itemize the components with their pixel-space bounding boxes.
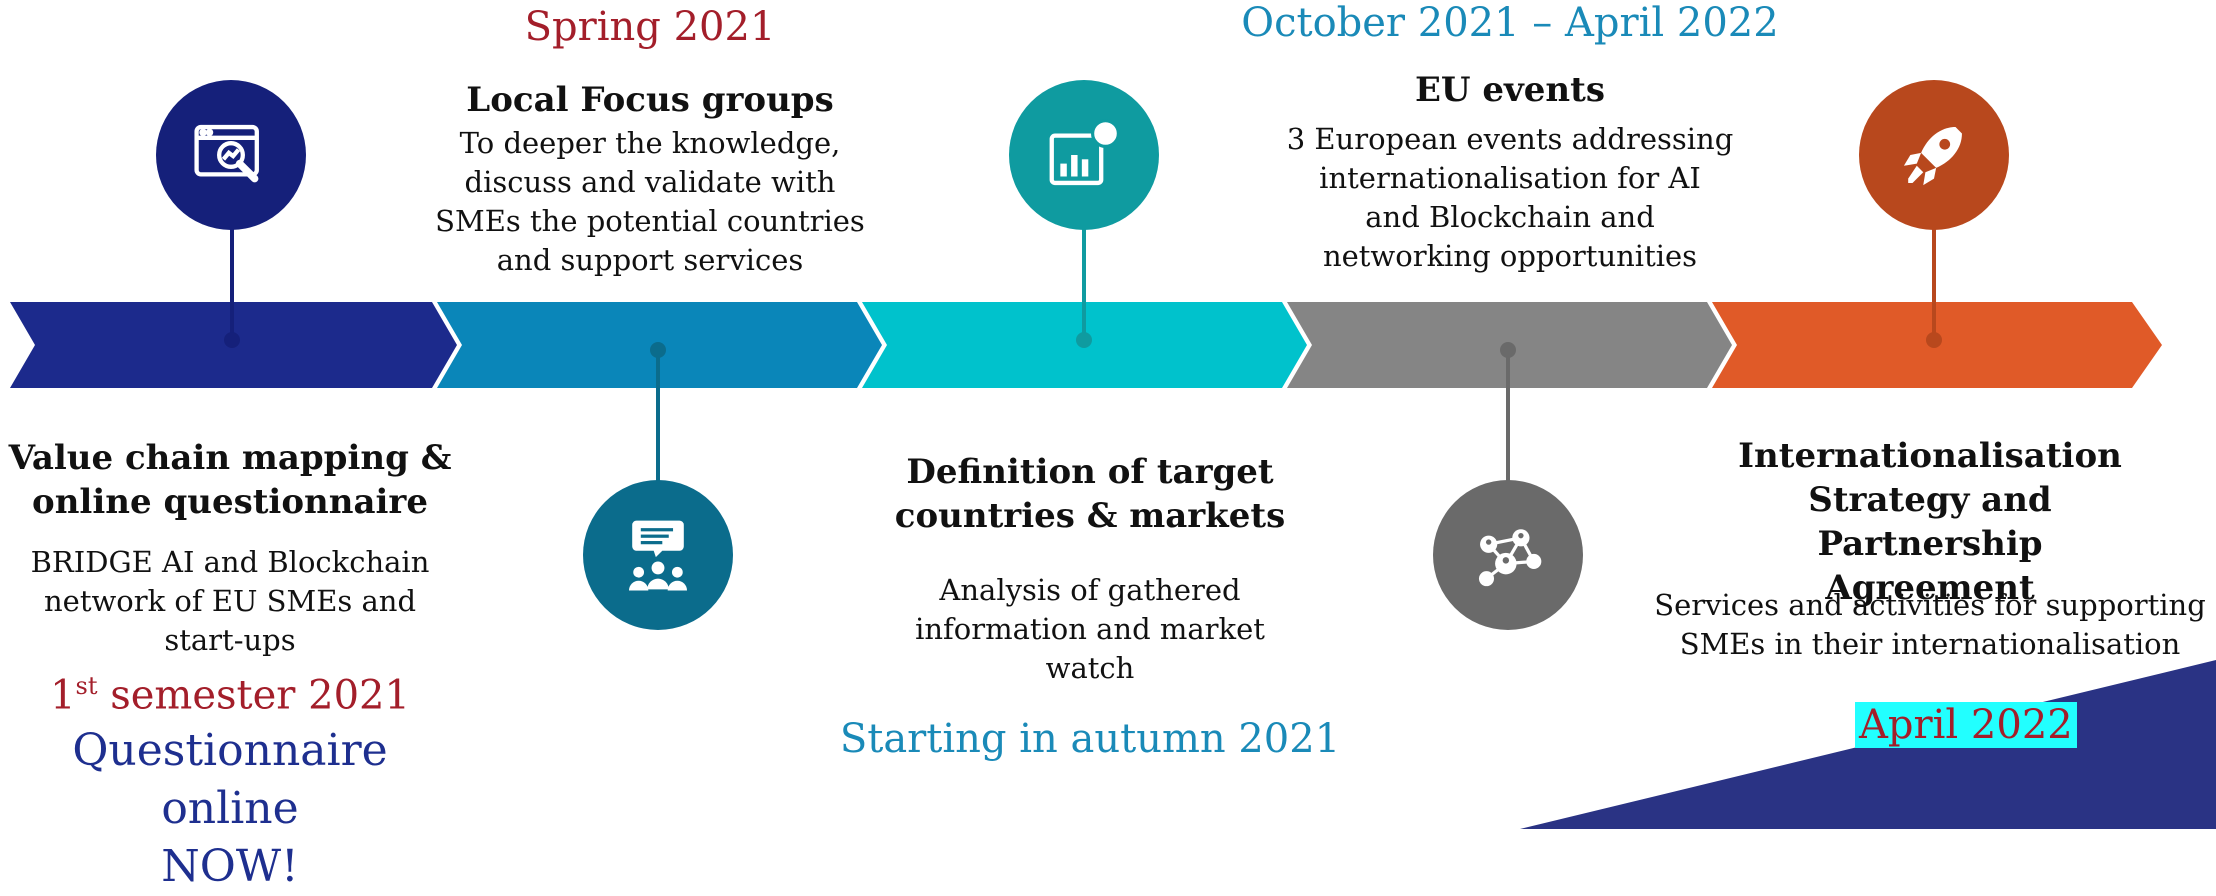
network-icon [1478, 529, 1542, 587]
stage2-icon-circle [583, 480, 733, 630]
stage5-title: Internationalisation Strategy and Partne… [1738, 436, 2122, 608]
stage4-title: EU events [1415, 70, 1605, 110]
stage5-description: Services and activities for supporting S… [1654, 588, 2206, 661]
stage1-icon-circle [156, 80, 306, 230]
stage3-date: Starting in autumn 2021 [839, 716, 1341, 762]
stage3-stem [1082, 228, 1086, 340]
focus-group-icon [628, 520, 688, 591]
stage4-date: October 2021 – April 2022 [1241, 0, 1779, 46]
questionnaire-cta[interactable]: Questionnaire online NOW! [72, 725, 388, 892]
rocket-icon [1903, 127, 1962, 186]
stage1-date: 1st semester 2021 [50, 672, 410, 719]
stage3-description: Analysis of gathered information and mar… [915, 573, 1265, 685]
stage1-title: Value chain mapping & online questionnai… [8, 438, 452, 522]
stage1-marker [224, 332, 240, 348]
stage3-title: Definition of target countries & markets [894, 452, 1286, 536]
chart-report-icon [1049, 118, 1121, 186]
stage5-stem [1932, 228, 1936, 340]
stage2-date: Spring 2021 [524, 4, 776, 50]
stage1-stem [230, 228, 234, 340]
stage4-description: 3 European events addressing internation… [1286, 122, 1734, 273]
stage5-date: April 2022 [1855, 702, 2077, 748]
stage2-title: Local Focus groups [466, 80, 834, 120]
stage4-stem [1506, 350, 1510, 484]
stage5-marker [1926, 332, 1942, 348]
stage1-description: BRIDGE AI and Blockchain network of EU S… [30, 545, 430, 657]
stage2-stem [656, 350, 660, 484]
stage3-marker [1076, 332, 1092, 348]
search-analytics-icon [194, 124, 259, 183]
stage5-icon-circle [1859, 80, 2009, 230]
stage3-icon-circle [1009, 80, 1159, 230]
stage4-icon-circle [1433, 480, 1583, 630]
stage2-description: To deeper the knowledge, discuss and val… [435, 126, 865, 277]
